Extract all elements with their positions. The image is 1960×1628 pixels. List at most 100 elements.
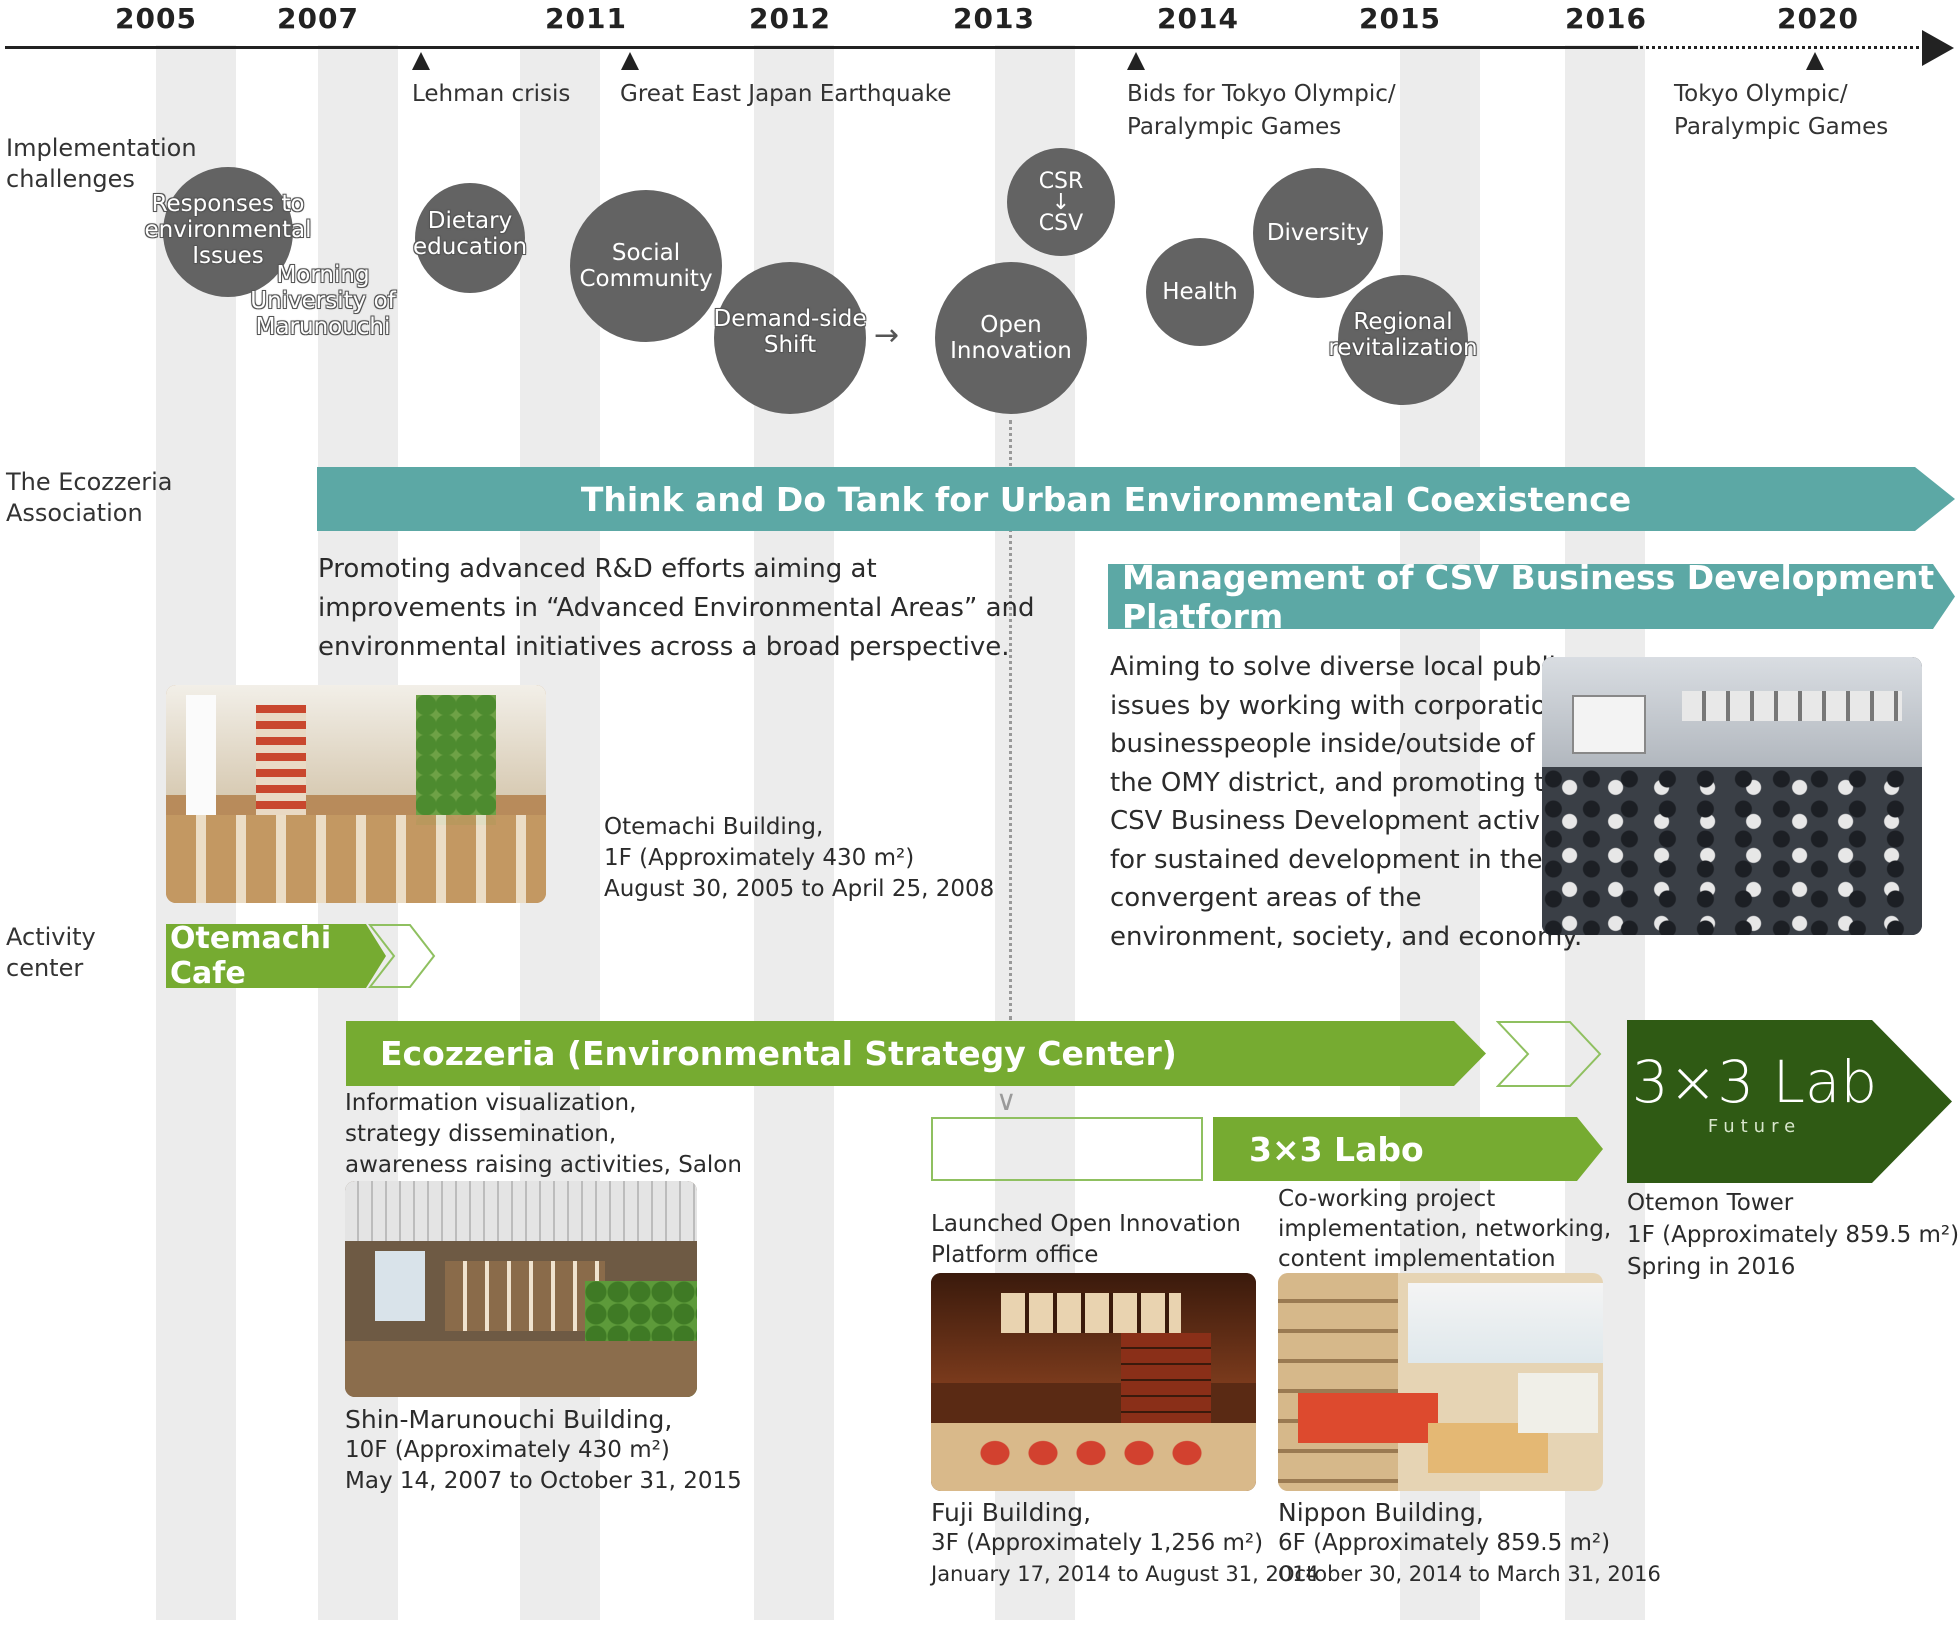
- aiming-line: convergent areas of the: [1110, 883, 1422, 913]
- otemachi-cafe-photo: [166, 685, 546, 903]
- year-label-2015: 2015: [1359, 2, 1441, 35]
- row-label-challenges: Implementation challenges: [6, 133, 197, 195]
- challenge-demand-label: Demand-side Shift: [713, 306, 867, 358]
- promoting-line: environmental initiatives across a broad…: [318, 632, 1010, 662]
- caption-line: Shin-Marunouchi Building,: [345, 1405, 673, 1434]
- challenge-circle-diversity: Diversity: [1253, 168, 1383, 298]
- year-label-2005: 2005: [115, 2, 197, 35]
- open-innovation-platform-box: [931, 1117, 1203, 1181]
- ecozzeria-description: Information visualization, strategy diss…: [345, 1088, 742, 1181]
- caption-line: Otemachi Building,: [604, 814, 824, 840]
- challenge-circle-environmental: [163, 167, 293, 297]
- caption-line: Nippon Building,: [1278, 1498, 1484, 1527]
- fuji-building-caption: Fuji Building, 3F (Approximately 1,256 m…: [931, 1497, 1319, 1590]
- challenge-circle-open-innovation: Open Innovation: [935, 262, 1087, 414]
- row-label-association: The Ecozzeria Association: [6, 467, 173, 529]
- challenge-circle-social: Social Community: [570, 190, 722, 342]
- challenge-regional-label: Regional revitalization: [1328, 309, 1478, 361]
- lab-future-band: [1627, 1020, 1952, 1183]
- row-label-activity-line1: Activity: [6, 923, 96, 951]
- caption-line: Information visualization,: [345, 1090, 637, 1116]
- caption-line: Otemon Tower: [1627, 1190, 1794, 1216]
- think-tank-band: Think and Do Tank for Urban Environmenta…: [317, 467, 1955, 531]
- open-platform-caption: Launched Open Innovation Platform office: [931, 1209, 1241, 1271]
- lab-future-subtitle: Future: [1707, 1116, 1802, 1137]
- caption-line: 1F (Approximately 859.5 m²): [1627, 1222, 1960, 1248]
- caption-line: 6F (Approximately 859.5 m²): [1278, 1530, 1611, 1556]
- caption-line: awareness raising activities, Salon: [345, 1152, 742, 1178]
- nippon-building-photo: [1278, 1273, 1603, 1491]
- caption-line: 1F (Approximately 430 m²): [604, 845, 915, 871]
- aiming-line: environment, society, and economy.: [1110, 921, 1583, 952]
- continuation-chevron-icon: [368, 924, 436, 988]
- event-marker-triangle-icon: [1806, 52, 1824, 70]
- chevron-down-icon: ∨: [996, 1084, 1017, 1117]
- caption-line: Spring in 2016: [1627, 1254, 1796, 1280]
- event-marker-triangle-icon: [621, 52, 639, 70]
- event-earthquake: Great East Japan Earthquake: [620, 81, 952, 107]
- year-label-2011: 2011: [545, 2, 627, 35]
- caption-line: August 30, 2005 to April 25, 2008: [604, 876, 995, 902]
- caption-line: October 30, 2014 to March 31, 2016: [1278, 1562, 1661, 1586]
- event-bids: Bids for Tokyo Olympic/ Paralympic Games: [1127, 78, 1396, 144]
- aiming-line: issues by working with corporations,: [1110, 690, 1586, 721]
- seminar-photo: [1542, 657, 1922, 935]
- challenge-circle-dietary: [415, 183, 525, 293]
- labo-band: 3×3 Labo: [1213, 1117, 1603, 1181]
- challenge-circle-health: Health: [1146, 238, 1254, 346]
- caption-line: January 17, 2014 to August 31, 2014: [931, 1562, 1319, 1586]
- shin-marunouchi-caption: Shin-Marunouchi Building, 10F (Approxima…: [345, 1404, 742, 1497]
- event-olympics: Tokyo Olympic/ Paralympic Games: [1674, 78, 1888, 144]
- caption-line: content implementation: [1278, 1246, 1556, 1272]
- caption-line: Fuji Building,: [931, 1498, 1092, 1527]
- otemon-tower-caption: Otemon Tower 1F (Approximately 859.5 m²)…: [1627, 1187, 1959, 1283]
- event-olympics-line2: Paralympic Games: [1674, 114, 1889, 140]
- caption-line: Platform office: [931, 1242, 1099, 1268]
- event-marker-triangle-icon: [1127, 52, 1145, 70]
- aiming-line: for sustained development in the: [1110, 844, 1543, 875]
- aiming-line: the OMY district, and promoting the: [1110, 767, 1577, 798]
- event-bids-line2: Paralympic Games: [1127, 114, 1342, 140]
- think-tank-label: Think and Do Tank for Urban Environmenta…: [580, 479, 1632, 519]
- labo-label: 3×3 Labo: [1249, 1129, 1424, 1169]
- open-innovation-guide-line: [1009, 420, 1012, 1020]
- caption-line: strategy dissemination,: [345, 1121, 617, 1147]
- labo-description: Co-working project implementation, netwo…: [1278, 1184, 1611, 1274]
- year-label-2007: 2007: [277, 2, 359, 35]
- promoting-paragraph: Promoting advanced R&D efforts aiming at…: [318, 550, 1035, 667]
- challenge-dietary-label: Dietary education: [412, 208, 528, 260]
- challenge-circle-regional: [1338, 275, 1468, 405]
- csv-platform-label: Management of CSV Business Development P…: [1122, 557, 1935, 636]
- challenge-circle-demand: [714, 262, 866, 414]
- timeline-arrow-icon: [1922, 30, 1954, 66]
- event-marker-triangle-icon: [412, 52, 430, 70]
- fuji-building-photo: [931, 1273, 1256, 1491]
- challenge-morning-label: Morning University of Marunouchi: [250, 262, 396, 340]
- promoting-line: improvements in “Advanced Environmental …: [318, 593, 1035, 623]
- promoting-line: Promoting advanced R&D efforts aiming at: [318, 554, 877, 584]
- event-olympics-line1: Tokyo Olympic/: [1674, 81, 1848, 107]
- row-label-challenges-line2: challenges: [6, 165, 135, 193]
- row-label-activity-line2: center: [6, 954, 84, 982]
- csv-platform-band: Management of CSV Business Development P…: [1108, 564, 1955, 629]
- caption-line: implementation, networking,: [1278, 1216, 1612, 1242]
- caption-line: 10F (Approximately 430 m²): [345, 1437, 670, 1463]
- year-label-2016: 2016: [1565, 2, 1647, 35]
- otemachi-building-caption: Otemachi Building, 1F (Approximately 430…: [604, 812, 994, 905]
- arrow-right-icon: →: [874, 318, 900, 353]
- row-label-association-line2: Association: [6, 499, 143, 527]
- otemachi-cafe-label: Otemachi Cafe: [170, 921, 332, 991]
- otemachi-cafe-band: Otemachi Cafe: [166, 924, 386, 988]
- challenge-environmental-label: Responses to environmental Issues: [144, 191, 312, 269]
- year-label-2020: 2020: [1777, 2, 1859, 35]
- row-label-activity: Activity center: [6, 922, 96, 984]
- aiming-line: Aiming to solve diverse local public: [1110, 652, 1571, 682]
- year-label-2012: 2012: [749, 2, 831, 35]
- nippon-building-caption: Nippon Building, 6F (Approximately 859.5…: [1278, 1497, 1661, 1590]
- caption-line: Launched Open Innovation: [931, 1211, 1241, 1237]
- ecozzeria-center-label: Ecozzeria (Environmental Strategy Center…: [380, 1034, 1177, 1073]
- caption-line: Co-working project: [1278, 1186, 1496, 1212]
- caption-line: 3F (Approximately 1,256 m²): [931, 1530, 1264, 1556]
- shin-marunouchi-photo: [345, 1181, 697, 1397]
- caption-line: May 14, 2007 to October 31, 2015: [345, 1468, 742, 1494]
